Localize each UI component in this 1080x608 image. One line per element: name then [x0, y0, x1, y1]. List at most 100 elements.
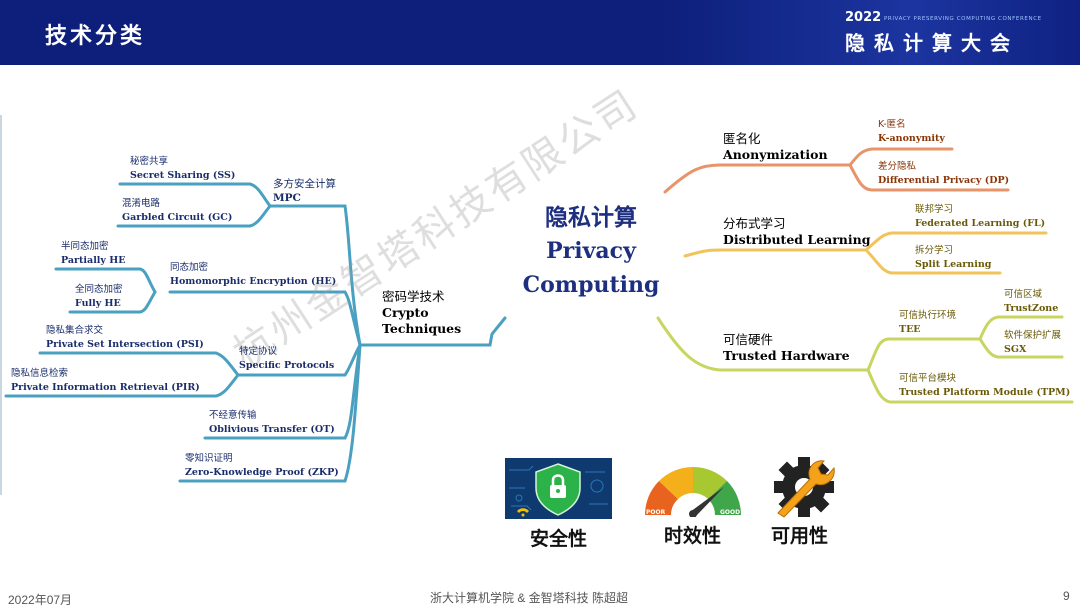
- node-ot: 不经意传输 Oblivious Transfer (OT): [209, 409, 335, 437]
- branch-sgx: [978, 337, 1064, 359]
- node-he: 同态加密 Homomorphic Encryption (HE): [170, 261, 336, 289]
- footer-date: 2022年07月: [8, 593, 73, 607]
- branch-gc: [116, 204, 272, 228]
- node-gc: 混淆电路 Garbled Circuit (GC): [122, 197, 232, 225]
- page-number: 9: [1063, 589, 1070, 603]
- node-distributed-learning: 分布式学习 Distributed Learning: [723, 216, 870, 248]
- gear-wrench-icon: [770, 455, 838, 519]
- node-trusted-hardware-zh: 可信硬件: [723, 332, 774, 347]
- node-tee: 可信执行环境 TEE: [899, 309, 956, 337]
- label-timeliness: 时效性: [664, 525, 722, 547]
- security-shield-icon: [505, 458, 612, 519]
- node-fully-he-en: Fully HE: [75, 298, 121, 309]
- node-mpc: 多方安全计算 MPC: [273, 177, 336, 205]
- node-dp: 差分隐私 Differential Privacy (DP): [878, 160, 1009, 188]
- branch-he: [168, 290, 362, 347]
- node-psi: 隐私集合求交 Private Set Intersection (PSI): [46, 324, 204, 352]
- branch-partial: [54, 267, 157, 294]
- node-trustzone-en: TrustZone: [1004, 303, 1059, 314]
- header-glow: [660, 0, 1080, 65]
- node-fl-en: Federated Learning (FL): [915, 218, 1046, 229]
- node-tpm-en: Trusted Platform Module (TPM): [899, 387, 1071, 398]
- node-trustzone: 可信区域 TrustZone: [1004, 288, 1058, 316]
- node-psi-zh: 隐私集合求交: [46, 325, 104, 336]
- node-k-anonymity-zh: K-匿名: [878, 119, 906, 130]
- branch-fl: [864, 231, 1048, 252]
- node-zkp-en: Zero-Knowledge Proof (ZKP): [185, 467, 339, 478]
- branch-fully: [68, 290, 157, 314]
- branch-trustzone: [978, 315, 1064, 341]
- branch-mpc: [268, 204, 362, 347]
- center-title-zh: 隐私计算: [545, 205, 637, 231]
- branch-zkp: [178, 343, 362, 483]
- node-gc-en: Garbled Circuit (GC): [122, 212, 233, 223]
- node-split-learning-zh: 拆分学习: [915, 245, 954, 256]
- node-ot-en: Oblivious Transfer (OT): [209, 424, 335, 435]
- footer-author: 浙大计算机学院 & 金智塔科技 陈超超: [430, 591, 629, 605]
- node-trusted-hardware-en: Trusted Hardware: [723, 348, 850, 363]
- node-dp-zh: 差分隐私: [878, 161, 917, 172]
- node-he-zh: 同态加密: [170, 262, 209, 273]
- node-zkp: 零知识证明 Zero-Knowledge Proof (ZKP): [185, 452, 339, 480]
- node-sgx-en: SGX: [1004, 344, 1027, 355]
- node-k-anonymity-en: K-anonymity: [878, 133, 945, 144]
- node-distributed-learning-en: Distributed Learning: [723, 232, 871, 247]
- node-specific-protocols-zh: 特定协议: [239, 346, 278, 357]
- conference-year: 2022: [845, 10, 882, 25]
- branch-pir: [4, 373, 240, 398]
- node-trusted-hardware: 可信硬件 Trusted Hardware: [723, 332, 850, 364]
- branch-anonymization: [663, 163, 852, 194]
- node-tpm-zh: 可信平台模块: [899, 373, 957, 384]
- node-zkp-zh: 零知识证明: [185, 453, 233, 464]
- node-pir-en: Private Information Retrieval (PIR): [11, 382, 200, 393]
- node-tpm: 可信平台模块 Trusted Platform Module (TPM): [899, 372, 1070, 400]
- node-crypto-zh: 密码学技术: [382, 289, 445, 304]
- branch-ss: [118, 182, 272, 208]
- node-ot-zh: 不经意传输: [209, 410, 257, 421]
- node-distributed-learning-zh: 分布式学习: [723, 216, 786, 231]
- node-fl: 联邦学习 Federated Learning (FL): [915, 203, 1045, 231]
- node-psi-en: Private Set Intersection (PSI): [46, 339, 204, 350]
- gauge-icon: POOR GOOD: [642, 455, 744, 518]
- gauge-good-label: GOOD: [720, 509, 740, 516]
- header-bar: 技术分类 2022 PRIVACY PRESERVING COMPUTING C…: [0, 0, 1080, 65]
- node-tee-zh: 可信执行环境: [899, 310, 957, 321]
- node-crypto-en-1: Crypto: [382, 305, 429, 320]
- center-title-en-2: Computing: [522, 272, 660, 298]
- center-title-en-1: Privacy: [546, 238, 636, 264]
- node-partially-he-zh: 半同态加密: [61, 241, 109, 252]
- node-ss-zh: 秘密共享: [130, 156, 169, 167]
- node-fully-he-zh: 全同态加密: [75, 284, 123, 295]
- branch-psi: [38, 351, 240, 377]
- label-security: 安全性: [530, 528, 588, 550]
- node-tee-en: TEE: [899, 324, 921, 335]
- node-specific-protocols: 特定协议 Specific Protocols: [239, 345, 334, 373]
- node-pir: 隐私信息检索 Private Information Retrieval (PI…: [11, 367, 200, 395]
- node-sgx: 软件保护扩展 SGX: [1004, 329, 1061, 357]
- node-mpc-zh: 多方安全计算: [273, 178, 336, 190]
- branch-tpm: [866, 368, 1074, 404]
- node-ss: 秘密共享 Secret Sharing (SS): [130, 155, 235, 183]
- node-fully-he: 全同态加密 Fully HE: [75, 283, 123, 311]
- center-node: 隐私计算 Privacy Computing: [510, 202, 672, 302]
- branch-hardware: [656, 316, 870, 372]
- node-ss-en: Secret Sharing (SS): [130, 170, 236, 181]
- node-fl-zh: 联邦学习: [915, 204, 954, 215]
- node-anonymization-zh: 匿名化: [723, 131, 761, 146]
- label-usability: 可用性: [771, 525, 829, 547]
- node-gc-zh: 混淆电路: [122, 198, 161, 209]
- gauge-poor-label: POOR: [646, 509, 666, 516]
- node-crypto: 密码学技术 Crypto Techniques: [382, 289, 461, 337]
- branch-distributed: [683, 248, 868, 258]
- node-specific-protocols-en: Specific Protocols: [239, 360, 335, 371]
- node-k-anonymity: K-匿名 K-anonymity: [878, 118, 945, 146]
- conference-name: 隐私计算大会: [845, 31, 1019, 55]
- left-edge-line: [0, 115, 2, 495]
- node-split-learning: 拆分学习 Split Learning: [915, 244, 991, 272]
- branch-sp: [236, 343, 362, 377]
- branch-dp: [848, 163, 1010, 192]
- node-trustzone-zh: 可信区域: [1004, 289, 1043, 300]
- node-sgx-zh: 软件保护扩展: [1004, 330, 1062, 341]
- node-partially-he: 半同态加密 Partially HE: [61, 240, 125, 268]
